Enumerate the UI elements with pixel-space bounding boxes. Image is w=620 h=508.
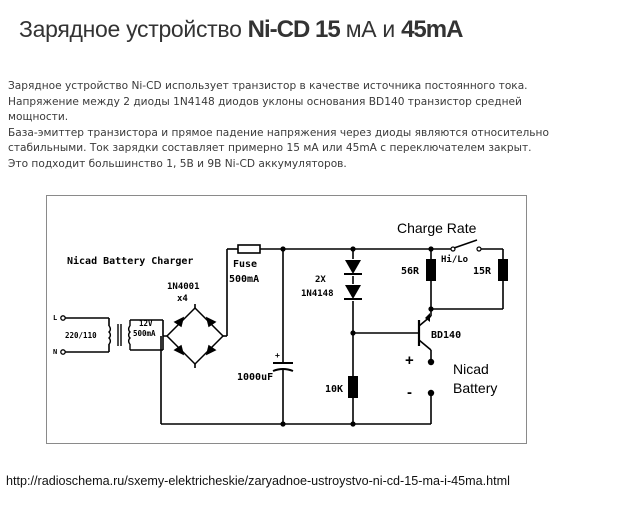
label-fuse-rating: 500mA (229, 274, 259, 285)
label-fuse: Fuse (233, 259, 257, 270)
charge-rate-switch (450, 239, 482, 253)
label-l: L (53, 314, 57, 322)
capacitor-symbol (272, 362, 294, 372)
junction-dot (280, 421, 286, 427)
label-mains: 220/110 (65, 331, 97, 340)
label-capacitor-plus: + (275, 351, 280, 360)
schematic-diagram: Nicad Battery Charger L N 220/110 12V 50… (53, 220, 508, 427)
diode-2 (344, 285, 362, 300)
label-resistor-10k: 10K (325, 384, 343, 395)
label-resistor-15r: 15R (473, 266, 492, 277)
description-line-4: Это подходит большинство 1, 5В и 9В Ni-C… (8, 157, 347, 170)
label-transformer-current: 500mA (133, 329, 156, 338)
label-transistor: BD140 (431, 330, 461, 341)
label-zener-count: 2X (315, 275, 326, 285)
label-charge-rate: Charge Rate (397, 220, 477, 236)
terminal-n (60, 349, 66, 355)
title-prefix: Зарядное устройство (19, 16, 248, 42)
fuse-symbol (237, 244, 261, 254)
label-switch: Hi/Lo (441, 254, 468, 265)
resistor-56r (426, 259, 436, 281)
schematic-figure: Nicad Battery Charger L N 220/110 12V 50… (46, 195, 527, 444)
bridge-rectifier (163, 306, 225, 366)
title-mid: мА и (339, 16, 402, 42)
transistor-bd140 (353, 309, 432, 360)
description: Зарядное устройство Ni-CD использует тра… (8, 79, 578, 173)
terminal-l (60, 315, 66, 321)
label-resistor-56r: 56R (401, 266, 420, 277)
label-capacitor: 1000uF (237, 372, 273, 383)
label-battery-line-1: Nicad (453, 361, 489, 377)
description-line-3: База-эмиттер транзистора и прямое падени… (8, 126, 549, 155)
diode-1 (344, 260, 362, 275)
label-minus: - (407, 384, 412, 401)
resistor-15r (498, 259, 508, 281)
resistor-10k (348, 376, 358, 398)
battery-plus-terminal (427, 358, 435, 366)
source-link[interactable]: http://radioschema.ru/sxemy-elektrichesk… (6, 474, 510, 488)
description-line-2: Напряжение между 2 диоды 1N4148 диодов у… (8, 95, 522, 124)
label-transformer-voltage: 12V (139, 319, 153, 328)
junction-dot (350, 246, 356, 252)
title-chem: Ni-CD 15 (247, 16, 341, 43)
label-zener-type: 1N4148 (301, 289, 334, 299)
schematic-name: Nicad Battery Charger (67, 255, 193, 267)
junction-dot (350, 421, 356, 427)
label-battery-line-2: Battery (453, 380, 497, 396)
page-title: Зарядное устройство Ni-CD 15 мА и 45mA (19, 16, 463, 44)
title-current: 45mA (401, 16, 463, 43)
label-diode-type: 1N4001 (167, 282, 200, 292)
junction-dot (280, 246, 286, 252)
transformer-symbol (107, 320, 132, 350)
label-diode-count: x4 (177, 294, 188, 304)
description-line-1: Зарядное устройство Ni-CD использует тра… (8, 80, 528, 92)
label-n: N (53, 348, 57, 356)
label-plus: + (405, 352, 414, 369)
